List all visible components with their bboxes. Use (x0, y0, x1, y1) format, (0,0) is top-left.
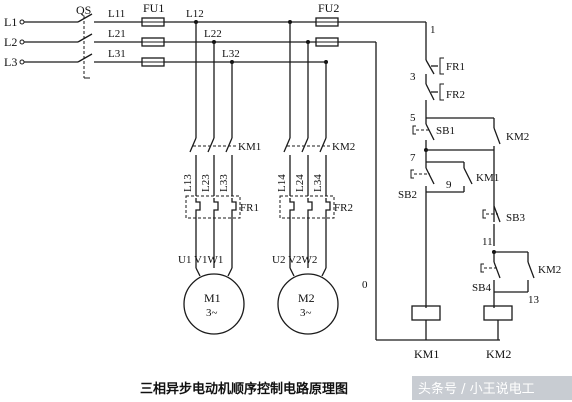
node-7: 7 (410, 152, 416, 164)
motor1-terminals: U1 V1W1 (178, 254, 223, 266)
node-0: 0 (362, 279, 368, 291)
km1-main-contacts (189, 137, 238, 196)
motor2-wire-l24: L24 (294, 174, 306, 192)
coil-km1 (411, 305, 441, 340)
motor2-name: M2 (298, 291, 315, 305)
km2-main-label: KM2 (332, 141, 355, 153)
motor2-phase: 3~ (300, 307, 312, 319)
motor2-terminals: U2 V2W2 (272, 254, 317, 266)
sb1-stop-button (412, 118, 435, 150)
coil-km1-label: KM1 (414, 347, 439, 361)
motor1-phase: 3~ (206, 307, 218, 319)
motor1-feed (194, 20, 234, 138)
thermal-relay-fr2 (279, 195, 335, 268)
motor1-wire-l33: L33 (218, 174, 230, 192)
node-13: 13 (528, 294, 540, 306)
qs-label: QS (76, 3, 91, 17)
node-5: 5 (410, 112, 416, 124)
fr1-nc-contact (425, 56, 444, 84)
node-3: 3 (410, 71, 416, 83)
km2-aux-contact (426, 117, 501, 222)
node-1: 1 (430, 24, 436, 36)
busbars (164, 21, 316, 63)
supply-line-l3 (19, 59, 78, 65)
line-label-l1: L1 (4, 15, 17, 29)
supply-line-l2 (19, 39, 78, 45)
km1-aux-label: KM1 (476, 172, 499, 184)
km1-main-label: KM1 (238, 141, 261, 153)
fr2-contact-label: FR2 (446, 89, 465, 101)
sb3-stop-button (482, 205, 501, 246)
branch-label-l12: L12 (186, 8, 204, 20)
km2-aux-label: KM2 (506, 131, 529, 143)
km2-main-contacts (283, 137, 332, 196)
watermark-text: 头条号 / 小王说电工 (418, 381, 535, 397)
motor1-wire-l23: L23 (200, 174, 212, 192)
motor2-wire-l34: L34 (312, 174, 324, 192)
supply-line-l1 (19, 19, 78, 25)
fu2-label: FU2 (318, 1, 339, 15)
sb1-label: SB1 (436, 125, 455, 137)
motor1-wire-l13: L13 (182, 174, 194, 192)
motor1-name: M1 (204, 291, 221, 305)
thermal-relay-fr1 (185, 195, 241, 268)
diagram-caption: 三相异步电动机顺序控制电路原理图 (140, 381, 348, 397)
start-branch (410, 148, 494, 308)
sb4-start-button (480, 250, 535, 308)
node-11: 11 (482, 236, 493, 248)
motor2-feed (232, 20, 328, 138)
control-supply (338, 21, 500, 341)
line-label-l2: L2 (4, 35, 17, 49)
fr2-main-label: FR2 (334, 202, 353, 214)
branch-label-l11: L11 (108, 8, 125, 20)
motor1-symbol (183, 267, 245, 335)
motor2-symbol (277, 267, 339, 335)
branch-label-l22: L22 (204, 28, 222, 40)
branch-label-l32: L32 (222, 48, 240, 60)
fr2-nc-contact (425, 83, 444, 118)
fu1-label: FU1 (143, 1, 164, 15)
watermark-backdrop (412, 376, 572, 400)
fuse-fu1 (141, 17, 165, 67)
node-9: 9 (446, 179, 452, 191)
km2-hold-label: KM2 (538, 264, 561, 276)
branch-label-l21: L21 (108, 28, 126, 40)
branch-label-l31: L31 (108, 48, 126, 60)
fr1-main-label: FR1 (240, 202, 259, 214)
sb4-label: SB4 (472, 282, 491, 294)
fuse-fu2 (315, 17, 339, 47)
fr1-contact-label: FR1 (446, 61, 465, 73)
sb3-label: SB3 (506, 212, 525, 224)
coil-km2-label: KM2 (486, 347, 511, 361)
coil-km2 (483, 305, 513, 340)
sb2-label: SB2 (398, 189, 417, 201)
line-label-l3: L3 (4, 55, 17, 69)
qs-switch (77, 13, 142, 79)
motor2-wire-l14: L14 (276, 174, 288, 192)
